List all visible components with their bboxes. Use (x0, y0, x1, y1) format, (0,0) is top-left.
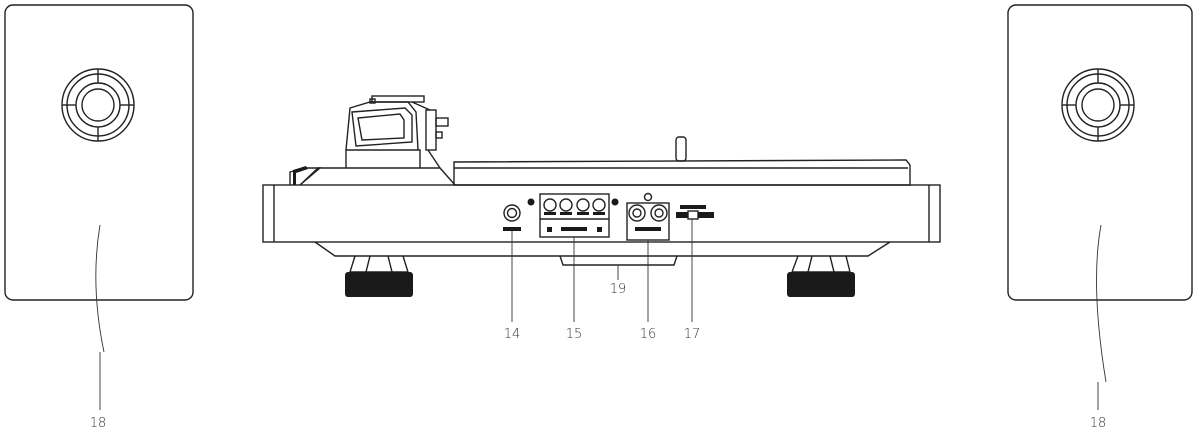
callout-15: 15 (566, 327, 583, 342)
headphone-jack (503, 204, 521, 231)
speaker-terminals (527, 193, 619, 238)
right-speaker (1007, 4, 1193, 383)
callout-14: 14 (504, 327, 521, 342)
speaker-cable-right (1096, 224, 1107, 383)
turntable (262, 95, 941, 297)
callout-19: 19 (610, 282, 627, 297)
phono-line-switch (676, 205, 714, 220)
callout-17: 17 (684, 327, 701, 342)
rca-output (626, 192, 670, 241)
speaker-cable-left (95, 224, 105, 353)
callout-16: 16 (640, 327, 657, 342)
left-speaker (4, 4, 194, 353)
callout-18-right: 18 (1090, 416, 1107, 431)
callout-lines (99, 219, 1099, 410)
callout-18-left: 18 (90, 416, 107, 431)
